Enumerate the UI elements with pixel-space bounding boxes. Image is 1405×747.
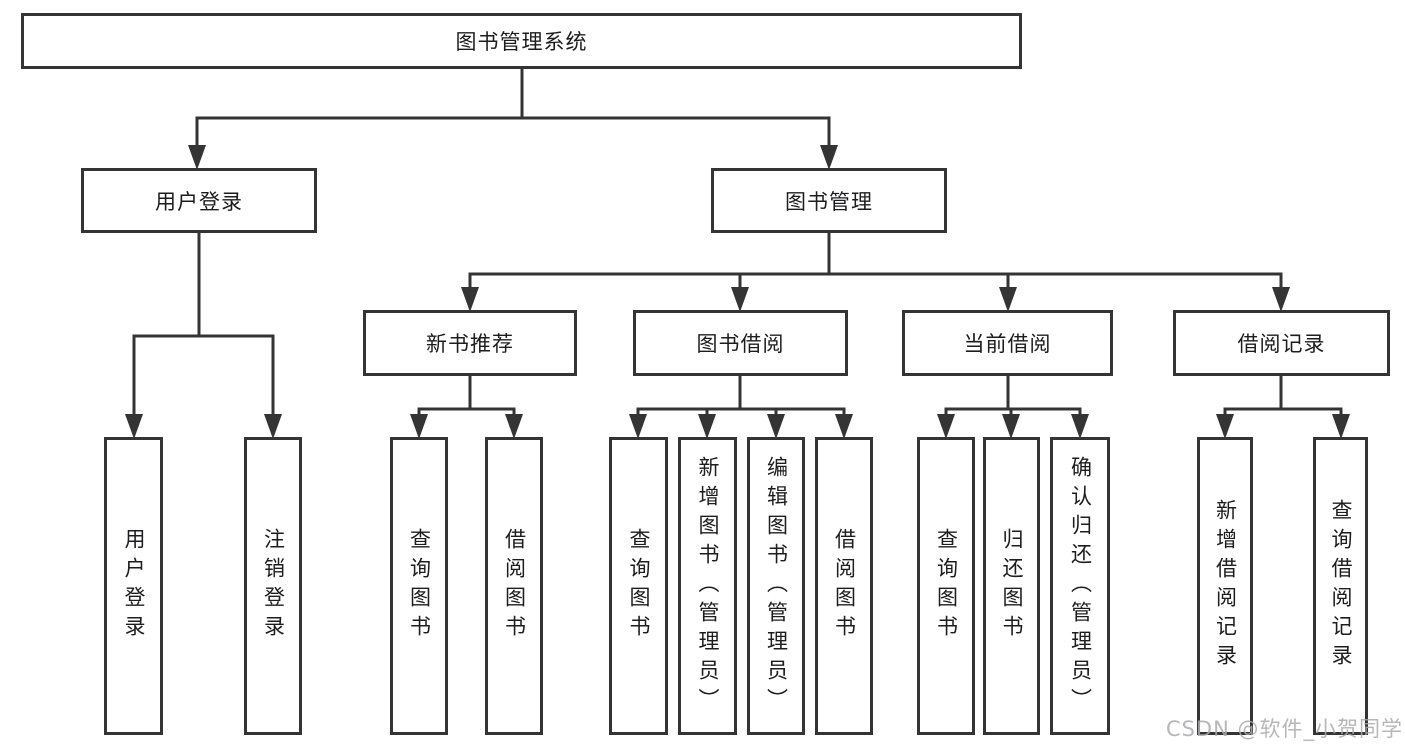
leaf-newbooks-borrow-books: 借阅图书 — [485, 437, 543, 735]
node-borrow-records: 借阅记录 — [1173, 310, 1390, 376]
connector-bookmgmt-to-level3 — [468, 232, 1283, 289]
leaf-current-confirm-return-admin: 确认归还（管理员） — [1050, 437, 1110, 735]
connector-currentborrow-to-leaves — [944, 375, 1082, 416]
leaf-current-return-books: 归还图书 — [983, 437, 1040, 735]
connector-bookborrow-to-leaves — [636, 375, 846, 416]
node-user-login: 用户登录 — [81, 168, 317, 233]
leaf-user-login: 用户登录 — [104, 437, 163, 735]
connector-newbooks-to-leaves — [417, 375, 516, 416]
node-book-borrowing: 图书借阅 — [633, 310, 848, 376]
connector-userlogin-to-leaves — [132, 233, 275, 416]
node-new-book-recommend: 新书推荐 — [363, 310, 577, 376]
node-current-borrowing: 当前借阅 — [902, 310, 1113, 376]
leaf-borrowing-borrow-books: 借阅图书 — [815, 437, 873, 735]
arrowheads — [125, 145, 1350, 439]
leaf-records-query-record: 查询借阅记录 — [1313, 437, 1368, 735]
leaf-borrowing-add-books-admin: 新增图书（管理员） — [678, 437, 737, 735]
leaf-borrowing-edit-books-admin: 编辑图书（管理员） — [747, 437, 805, 735]
connector-root-to-level2 — [195, 69, 831, 147]
leaf-records-add-record: 新增借阅记录 — [1197, 437, 1253, 735]
node-library-management-system: 图书管理系统 — [21, 13, 1022, 69]
node-book-management: 图书管理 — [711, 168, 947, 233]
leaf-logout: 注销登录 — [244, 437, 302, 735]
leaf-borrowing-query-books: 查询图书 — [609, 437, 668, 735]
leaf-newbooks-query-books: 查询图书 — [390, 437, 448, 735]
csdn-watermark: CSDN @软件_小贺同学 — [1165, 717, 1403, 741]
connector-borrowrecords-to-leaves — [1223, 375, 1343, 416]
leaf-current-query-books: 查询图书 — [917, 437, 975, 735]
